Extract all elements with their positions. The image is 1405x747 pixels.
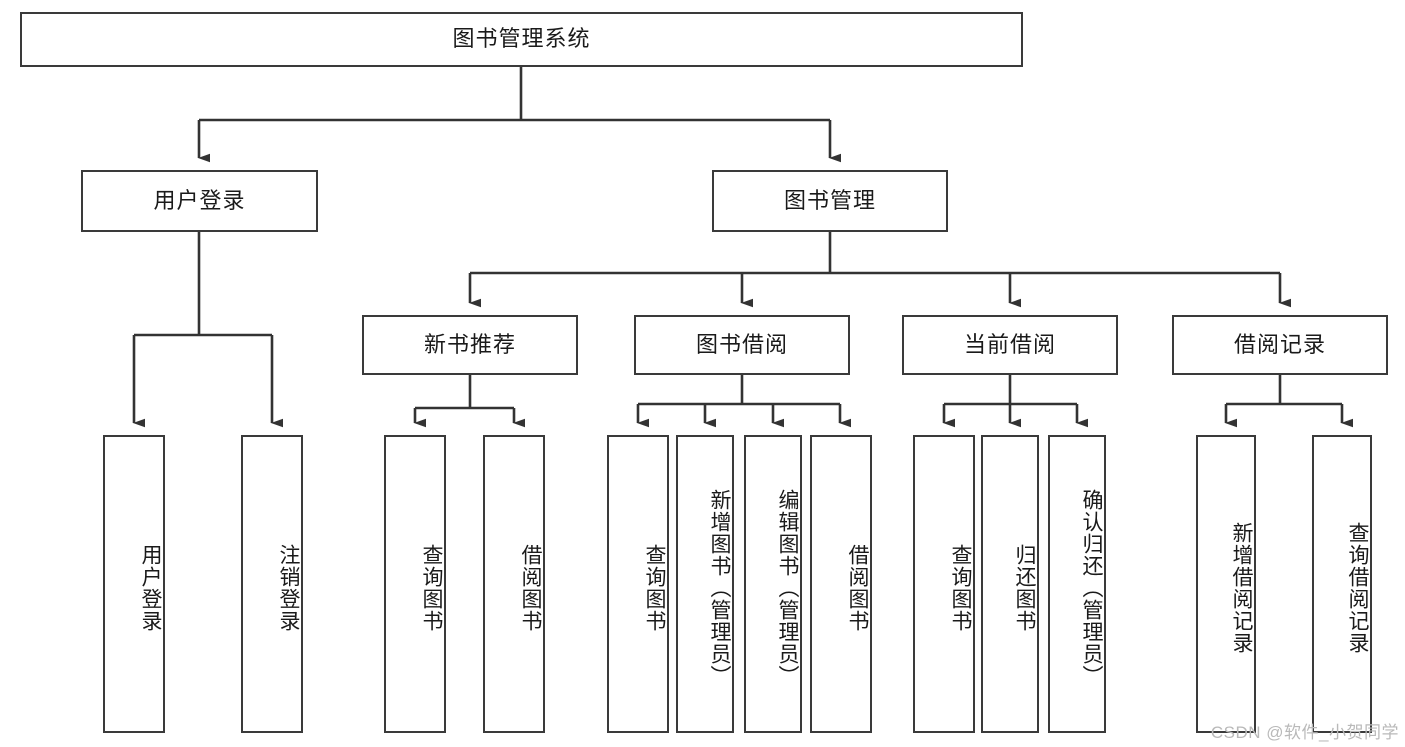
node-label: 编辑图书（管理员） xyxy=(776,489,799,687)
leaf-current-query-book[interactable]: 查询图书 xyxy=(913,435,975,733)
node-label: 图书管理系统 xyxy=(452,26,591,52)
leaf-record-query-record[interactable]: 查询借阅记录 xyxy=(1312,435,1372,733)
node-root-system[interactable]: 图书管理系统 xyxy=(20,12,1023,67)
node-book-management[interactable]: 图书管理 xyxy=(712,170,948,232)
leaf-borrow-edit-book[interactable]: 编辑图书（管理员） xyxy=(744,435,802,733)
leaf-borrow-query-book[interactable]: 查询图书 xyxy=(607,435,669,733)
leaf-current-confirm-return[interactable]: 确认归还（管理员） xyxy=(1048,435,1106,733)
node-label: 借阅记录 xyxy=(1233,331,1326,357)
node-label: 新书推荐 xyxy=(423,331,516,357)
node-label: 确认归还（管理员） xyxy=(1080,489,1103,687)
node-borrow-record[interactable]: 借阅记录 xyxy=(1172,315,1388,375)
leaf-recommend-borrow-book[interactable]: 借阅图书 xyxy=(483,435,545,733)
node-label: 当前借阅 xyxy=(963,331,1056,357)
leaf-user-login-signin[interactable]: 用户登录 xyxy=(103,435,165,733)
node-current-borrow[interactable]: 当前借阅 xyxy=(902,315,1118,375)
node-label: 借阅图书 xyxy=(519,544,542,632)
node-label: 新增图书（管理员） xyxy=(708,489,731,687)
leaf-recommend-query-book[interactable]: 查询图书 xyxy=(384,435,446,733)
node-label: 查询图书 xyxy=(643,544,666,632)
leaf-borrow-borrow-book[interactable]: 借阅图书 xyxy=(810,435,872,733)
node-label: 用户登录 xyxy=(153,187,246,213)
node-new-book-recommend[interactable]: 新书推荐 xyxy=(362,315,578,375)
leaf-user-login-signout[interactable]: 注销登录 xyxy=(241,435,303,733)
node-book-borrow[interactable]: 图书借阅 xyxy=(634,315,850,375)
leaf-record-add-record[interactable]: 新增借阅记录 xyxy=(1196,435,1256,733)
node-label: 新增借阅记录 xyxy=(1230,522,1253,654)
leaf-current-return-book[interactable]: 归还图书 xyxy=(981,435,1039,733)
leaf-borrow-add-book[interactable]: 新增图书（管理员） xyxy=(676,435,734,733)
node-label: 查询图书 xyxy=(420,544,443,632)
node-label: 查询图书 xyxy=(949,544,972,632)
node-label: 查询借阅记录 xyxy=(1346,522,1369,654)
node-label: 图书借阅 xyxy=(695,331,788,357)
node-label: 注销登录 xyxy=(277,544,300,632)
node-user-login[interactable]: 用户登录 xyxy=(81,170,318,232)
node-label: 归还图书 xyxy=(1013,544,1036,632)
node-label: 借阅图书 xyxy=(846,544,869,632)
node-label: 用户登录 xyxy=(139,544,162,632)
watermark-text: CSDN @软件_小贺同学 xyxy=(1210,723,1399,742)
node-label: 图书管理 xyxy=(783,187,876,213)
